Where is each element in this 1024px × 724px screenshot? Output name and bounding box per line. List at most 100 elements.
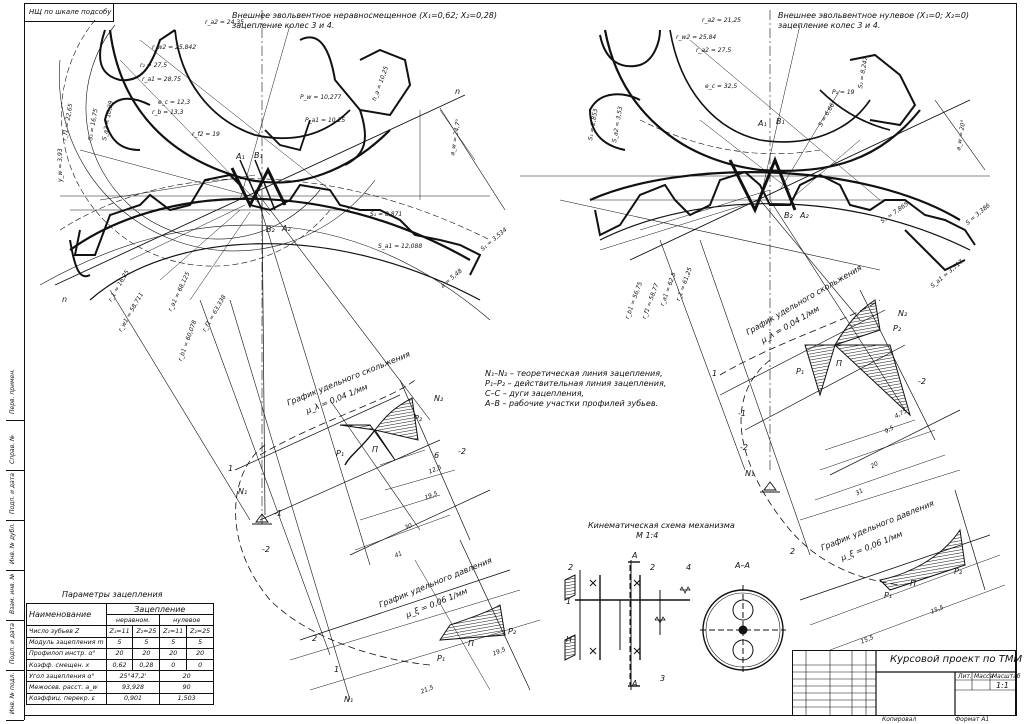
left-label: S₁ = 8,871 xyxy=(370,211,403,218)
kinematic-title: Кинематическая схема механизма xyxy=(588,521,735,530)
side-label: Перв. примен. xyxy=(9,368,16,414)
kinematic-a-top: А xyxy=(632,551,638,560)
left-label: r₂ = 27,5 xyxy=(140,62,168,69)
point-b1: B₁ xyxy=(254,151,263,160)
point-n: n xyxy=(455,87,461,96)
left-label: e_c = 12,3 xyxy=(158,99,191,106)
params-head-group: Зацепление xyxy=(105,602,215,616)
left-slide-6: 6 xyxy=(434,451,440,460)
point-n2: N₂ xyxy=(898,309,908,318)
kinematic-1: 1 xyxy=(566,597,572,606)
point-n1: N₁ xyxy=(344,695,354,704)
left-pressure-chart xyxy=(235,444,541,691)
kinematic-scale: М 1:4 xyxy=(636,531,659,540)
left-gear-title-1: Внешнее эвольвентное неравносмещенное (X… xyxy=(232,11,498,20)
params-head-sub-1: неравном. xyxy=(105,614,161,627)
point-b1: B₁ xyxy=(776,117,785,126)
point-a1: A₁ xyxy=(758,119,767,128)
point-n2: N₂ xyxy=(434,394,444,403)
title-block-scale-value: 1:1 xyxy=(996,681,1009,690)
left-slide-p1: P₁ xyxy=(336,449,345,458)
title-block-lit: Лит. xyxy=(958,673,972,680)
title-block xyxy=(792,650,1016,716)
left-pressure-p2: P₂ xyxy=(508,627,517,636)
legend-line: P₁–P₂ – действительная линия зацепления, xyxy=(485,379,667,388)
kinematic-3: 3 xyxy=(660,674,666,683)
left-gear-pair xyxy=(39,10,506,701)
left-label: y_w = 3,93 xyxy=(57,148,64,182)
kinematic-2a: 2 xyxy=(568,563,574,572)
table-row: Коэффиц. перекр. ε 0,901 1,503 xyxy=(26,692,214,705)
point-a2: A₂ xyxy=(800,211,809,220)
table-row: Коэфф. смещен. x 0,62 0,28 0 0 xyxy=(26,658,214,672)
right-slide-pi: П xyxy=(836,359,843,368)
right-pressure-chart xyxy=(740,359,1006,651)
mark-1: 1 xyxy=(228,464,234,473)
right-pressure-p1: P₁ xyxy=(884,591,893,600)
table-row: Число зубьев Z Z₁=11 Z₂=25 Z₁=11 Z₂=25 xyxy=(26,625,214,638)
side-label: Инв. № дубл. xyxy=(9,522,16,564)
stamp-tab: НЩ по шкале подсобу xyxy=(24,3,114,22)
footer-right: Формат А1 xyxy=(955,716,990,723)
side-strip xyxy=(6,370,25,721)
kinematic-2b: 2 xyxy=(650,563,656,572)
legend-line: N₁–N₂ – теоретическая линия зацепления, xyxy=(485,369,663,378)
legend-line: A–B – рабочие участки профилей зубьев. xyxy=(485,399,659,408)
title-block-lines xyxy=(792,650,1016,716)
kinematic-h: Н xyxy=(566,635,573,644)
mark-1: 1 xyxy=(334,665,340,674)
title-block-scale: Масштаб xyxy=(992,673,1021,680)
params-caption: Параметры зацепления xyxy=(62,590,163,599)
left-slide-chart xyxy=(234,379,491,556)
right-pressure-p2: P₂ xyxy=(954,567,963,576)
right-label: P₁ = 19 xyxy=(832,89,855,96)
right-label: e_c = 32,5 xyxy=(705,83,738,90)
side-label: Справ. № xyxy=(9,434,16,464)
left-slide-p2: P₂ xyxy=(414,414,423,423)
right-slide-chart xyxy=(719,289,961,521)
right-slide-minus2: -2 xyxy=(918,377,926,386)
params-head-sub-2: нулевое xyxy=(159,614,214,627)
drawing-frame xyxy=(24,3,1017,716)
right-gear-title-1: Внешнее эвольвентное нулевое (X₁=0; X₂=0… xyxy=(778,11,970,20)
mark-minus2: -2 xyxy=(262,545,270,554)
mark-1: 1 xyxy=(712,369,718,378)
left-gear-title-2: зацепление колес 3 и 4. xyxy=(232,21,335,30)
params-head-name: Наименование xyxy=(26,602,107,627)
left-pressure-p1: P₁ xyxy=(437,654,446,663)
right-slide-p1: P₁ xyxy=(796,367,805,376)
left-pressure-pi: П xyxy=(468,639,475,648)
left-label: r_a1 = 28,75 xyxy=(142,76,181,83)
params-table: Наименование Зацепление неравном. нулево… xyxy=(26,602,215,715)
stamp-text: НЩ по шкале подсобу xyxy=(29,8,112,16)
title-block-title: Курсовой проект по ТММ xyxy=(890,654,1023,665)
left-label: P_a1 = 10,25 xyxy=(305,117,346,124)
point-b2: B₂ xyxy=(266,225,275,234)
left-slide-pi: П xyxy=(372,445,379,454)
side-label: Инв. № подл. xyxy=(9,672,16,714)
point-n1: N₁ xyxy=(238,487,248,496)
point-n: n xyxy=(62,295,68,304)
left-label: r_a2 = 24,35 xyxy=(205,19,244,26)
right-gear-pair xyxy=(520,10,990,556)
title-block-mass: Масса xyxy=(974,673,994,680)
mark-minus1: -1 xyxy=(274,509,282,518)
point-a1: A₁ xyxy=(236,152,245,161)
right-slide-p2: P₂ xyxy=(893,324,902,333)
left-label: r_w2 = 25,842 xyxy=(152,44,197,51)
left-slide-minus2: -2 xyxy=(458,447,466,456)
mark-minus1: -1 xyxy=(738,409,746,418)
point-a2: A₂ xyxy=(282,224,291,233)
left-label: S_a1 = 12,088 xyxy=(378,243,423,250)
mark-2: 2 xyxy=(312,634,318,643)
table-row: Межосев. расст. a_w 93,928 90 xyxy=(26,681,214,694)
left-label: r_f2 = 19 xyxy=(192,131,220,138)
kinematic-scheme xyxy=(564,560,786,690)
left-label: P_w = 10,277 xyxy=(300,94,342,101)
right-label: r_a2 = 27,5 xyxy=(696,47,732,54)
mark-2: 2 xyxy=(790,547,796,556)
point-b2: B₂ xyxy=(784,211,793,220)
table-row: Угол зацепления α° 25°47,2' 20 xyxy=(26,670,214,683)
right-gear-title-2: зацепление колес 3 и 4. xyxy=(778,21,881,30)
